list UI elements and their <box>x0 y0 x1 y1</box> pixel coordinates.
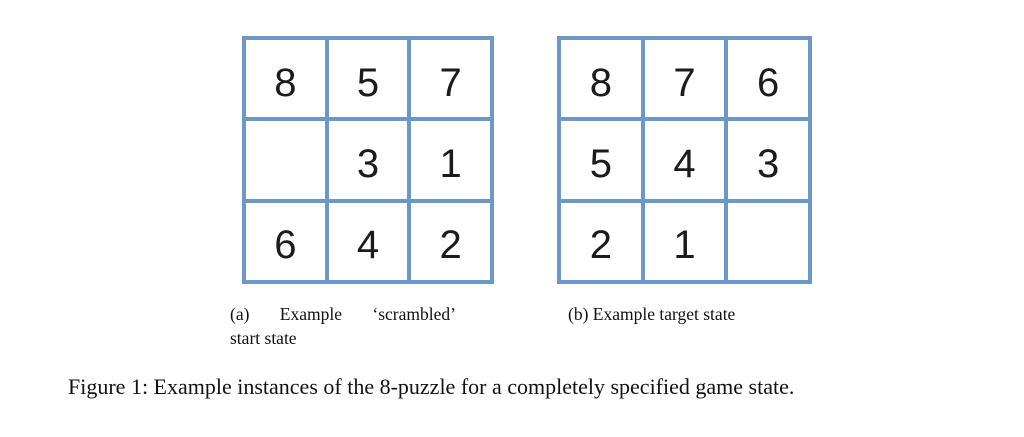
puzzle-cell: 8 <box>246 40 325 118</box>
puzzle-cell: 4 <box>644 121 725 199</box>
puzzle-cell: 7 <box>644 40 725 118</box>
puzzle-cell: 6 <box>246 202 325 280</box>
puzzle-grid-target-state: 8 7 6 5 4 3 2 1 <box>557 36 812 284</box>
puzzle-cell: 6 <box>728 40 808 118</box>
subcaption-a-line2: start state <box>230 328 297 348</box>
puzzle-cell: 3 <box>328 121 408 199</box>
puzzle-cell: 7 <box>411 40 490 118</box>
puzzle-cell: 5 <box>561 121 641 199</box>
puzzle-cell: 2 <box>561 202 641 280</box>
puzzle-cell: 4 <box>328 202 408 280</box>
puzzle-cell: 3 <box>728 121 808 199</box>
subcaption-b: (b) Example target state <box>568 304 736 324</box>
puzzle-cell-empty <box>246 121 325 199</box>
figure-caption: Figure 1: Example instances of the 8-puz… <box>68 374 795 399</box>
puzzle-cell: 1 <box>644 202 725 280</box>
puzzle-cell: 1 <box>411 121 490 199</box>
subcaption-a-line1: (a) Example ‘scrambled’ <box>230 304 456 324</box>
puzzle-cell-empty <box>728 202 808 280</box>
subcaption-a: (a) Example ‘scrambled’ start state <box>230 302 510 350</box>
puzzle-cell: 5 <box>328 40 408 118</box>
puzzle-cell: 8 <box>561 40 641 118</box>
puzzle-grid-start-state: 8 5 7 3 1 6 4 2 <box>242 36 494 284</box>
puzzle-cell: 2 <box>411 202 490 280</box>
